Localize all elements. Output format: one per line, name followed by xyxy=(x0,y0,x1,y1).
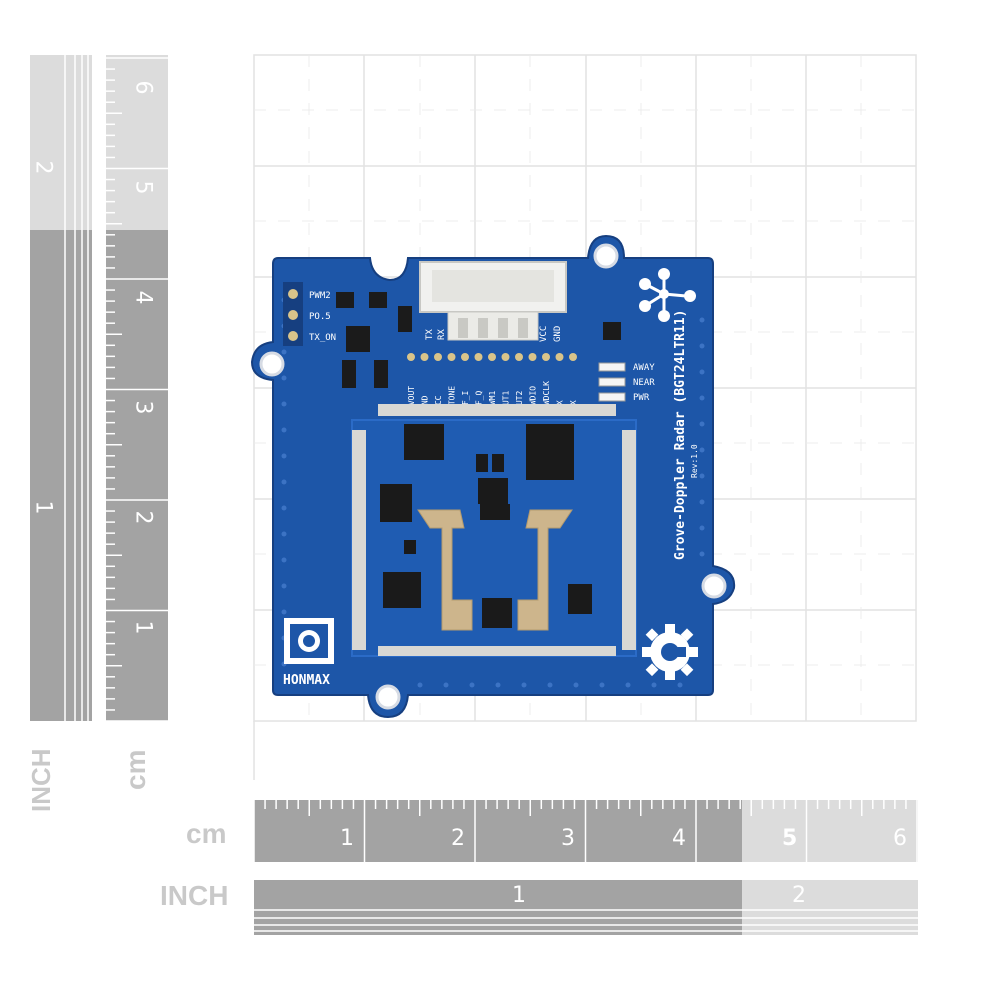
via xyxy=(699,369,705,375)
bottom-cm-ruler-bar xyxy=(254,800,918,862)
via xyxy=(281,505,287,511)
smd-components-top xyxy=(336,292,621,388)
row-pin-label: VCC xyxy=(434,395,443,410)
row-pin-label: OUT2 xyxy=(515,391,524,410)
bottom-inch-ruler: 1 2 xyxy=(254,880,918,935)
via xyxy=(281,375,287,381)
header-pad xyxy=(501,353,510,361)
row-pin-label: SWDIO xyxy=(529,386,538,410)
via xyxy=(677,682,683,688)
header-pad xyxy=(461,353,469,361)
via xyxy=(699,473,705,479)
via xyxy=(521,682,527,688)
header-pad xyxy=(407,353,415,361)
led-label-away: AWAY xyxy=(633,363,655,373)
grove-connector xyxy=(419,261,567,341)
brand-logo xyxy=(284,618,334,664)
header-pad xyxy=(542,353,550,361)
pin-label-pwm2: PWM2 xyxy=(309,291,331,301)
via xyxy=(699,499,705,505)
status-leds xyxy=(598,362,626,402)
bottom-inch-number-2: 2 xyxy=(792,883,806,908)
via xyxy=(573,682,579,688)
mounting-holes xyxy=(259,243,727,710)
via xyxy=(699,447,705,453)
via xyxy=(625,682,631,688)
bottom-cm-unit-label: cm xyxy=(186,818,227,849)
row-pin-label: IF_I xyxy=(461,391,470,410)
header-pad xyxy=(420,353,429,361)
grove-pin-tx: TX xyxy=(425,329,435,340)
board-title: Grove-Doppler Radar (BGT24LTR11) xyxy=(673,310,688,560)
via xyxy=(281,609,287,615)
via xyxy=(281,349,287,355)
via xyxy=(699,343,705,349)
via xyxy=(281,557,287,563)
ic-chips xyxy=(380,424,592,628)
via xyxy=(699,317,705,323)
header-pad xyxy=(515,353,523,361)
grove-pin-gnd: GND xyxy=(553,326,563,342)
pin-label-tx-on: TX_ON xyxy=(309,333,336,343)
pin-label-po5: PO.5 xyxy=(309,312,331,322)
via xyxy=(495,682,501,688)
via xyxy=(281,427,287,433)
bottom-cm-number-1: 1 xyxy=(340,826,354,851)
bottom-cm-number-2: 2 xyxy=(451,826,465,851)
via xyxy=(281,453,287,459)
bottom-inch-ruler-bar xyxy=(254,880,918,935)
led-label-pwr: PWR xyxy=(633,393,650,403)
via xyxy=(699,421,705,427)
via xyxy=(281,583,287,589)
via xyxy=(547,682,553,688)
bottom-cm-ruler: 1 2 3 4 5 6 xyxy=(254,800,918,862)
row-pin-label: SWDCLK xyxy=(542,381,551,410)
bottom-cm-number-6: 6 xyxy=(893,826,907,851)
bottom-cm-number-4: 4 xyxy=(672,826,686,851)
patch-antennas xyxy=(417,509,573,631)
via xyxy=(443,682,449,688)
via xyxy=(699,395,705,401)
row-pin-label: VTONE xyxy=(448,386,457,410)
header-pad xyxy=(555,353,564,361)
via xyxy=(281,531,287,537)
header-pad xyxy=(569,353,577,361)
header-pad xyxy=(434,353,442,361)
via xyxy=(469,682,475,688)
row-pin-label: PWM1 xyxy=(488,391,497,410)
left-cm-ruler: 6 5 4 3 2 1 xyxy=(106,55,168,721)
left-inch-ruler-bar xyxy=(30,55,92,721)
bottom-inch-number-1: 1 xyxy=(512,883,526,908)
via xyxy=(699,551,705,557)
header-pad xyxy=(528,353,537,361)
bottom-cm-number-3: 3 xyxy=(561,826,575,851)
row-pin-label: DVOUT xyxy=(407,386,416,410)
led-label-near: NEAR xyxy=(633,378,655,388)
left-cm-ruler-bar xyxy=(106,55,168,721)
via xyxy=(699,525,705,531)
grove-pin-rx: RX xyxy=(437,329,447,340)
bottom-cm-number-5: 5 xyxy=(782,826,798,851)
row-pin-label: IF_Q xyxy=(475,391,484,410)
header-pad xyxy=(447,353,456,361)
brand-name: HONMAX xyxy=(283,673,330,688)
header-pad xyxy=(474,353,483,361)
left-inch-ruler: 2 1 xyxy=(30,55,92,721)
bottom-inch-unit-label: INCH xyxy=(160,880,229,911)
via xyxy=(281,479,287,485)
board-revision: Rev:1.0 xyxy=(690,444,699,478)
row-pin-label: OUT1 xyxy=(502,391,511,410)
via xyxy=(599,682,605,688)
via xyxy=(281,401,287,407)
row-pin-label: GND xyxy=(421,395,430,410)
header-pad xyxy=(488,353,496,361)
grove-pin-vcc: VCC xyxy=(539,326,549,342)
via xyxy=(417,682,423,688)
via xyxy=(651,682,657,688)
